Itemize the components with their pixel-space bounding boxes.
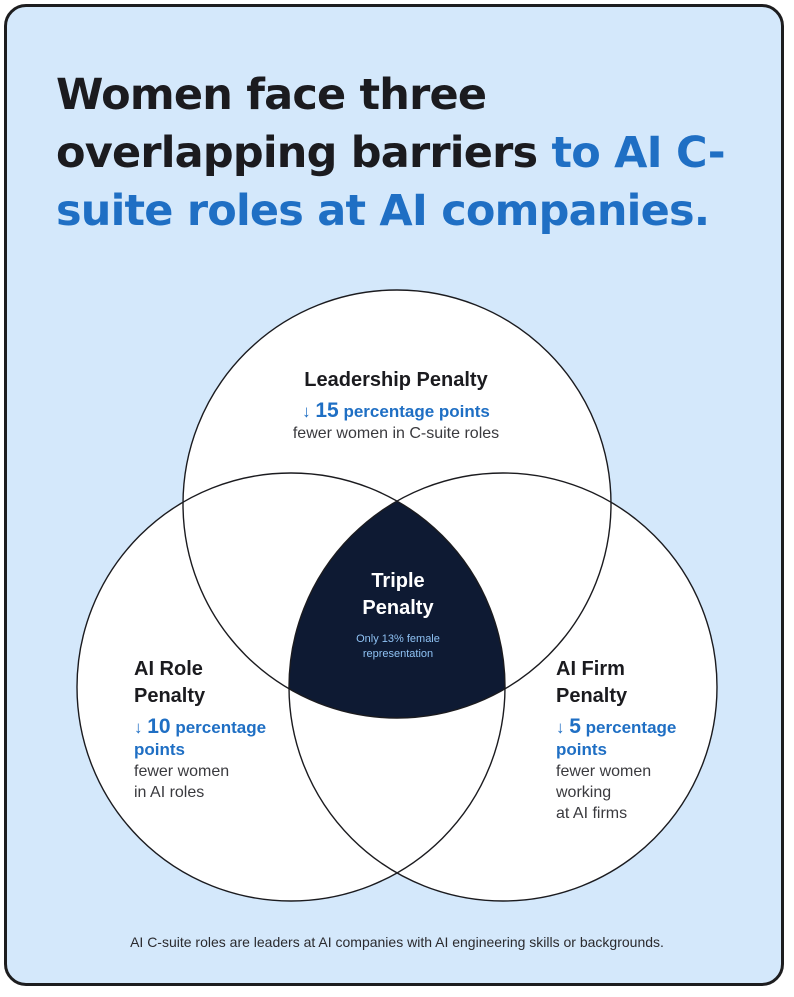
ai-firm-desc-line1: fewer women: [556, 763, 652, 780]
ai-firm-penalty-description: fewer women working at AI firms: [556, 761, 716, 824]
ai-firm-penalty-label: AI Firm Penalty ↓ 5 percentage points fe…: [556, 656, 716, 824]
title-dark-part: Women face three overlapping barriers: [56, 70, 538, 178]
triple-note-line1: Only 13% female: [356, 633, 440, 645]
ai-firm-unit-line1: percentage: [585, 718, 677, 737]
ai-role-desc-line1: fewer women: [134, 763, 230, 780]
circle-ai-role-outline: [76, 472, 506, 902]
leadership-penalty-unit: percentage points: [343, 402, 490, 421]
ai-role-penalty-description: fewer women in AI roles: [134, 761, 304, 803]
ai-firm-penalty-metric: ↓ 5 percentage points: [556, 716, 716, 761]
ai-role-heading-line2: Penalty: [134, 685, 206, 707]
triple-heading-line1: Triple: [371, 570, 425, 592]
ai-role-penalty-metric: ↓ 10 percentage points: [134, 716, 304, 761]
down-arrow-icon: ↓: [556, 718, 565, 737]
triple-note-line2: representation: [362, 648, 434, 660]
leadership-penalty-value: 15: [315, 399, 339, 422]
ai-role-penalty-heading: AI Role Penalty: [134, 656, 304, 710]
ai-role-penalty-value: 10: [147, 715, 171, 738]
ai-firm-penalty-heading: AI Firm Penalty: [556, 656, 716, 710]
down-arrow-icon: ↓: [302, 402, 311, 421]
ai-firm-desc-line3: at AI firms: [556, 805, 628, 822]
triple-penalty-heading: Triple Penalty: [318, 568, 478, 622]
triple-penalty-label: Triple Penalty Only 13% female represent…: [318, 568, 478, 662]
ai-role-penalty-label: AI Role Penalty ↓ 10 percentage points f…: [134, 656, 304, 803]
ai-firm-desc-line2: working: [556, 784, 612, 801]
triple-penalty-note: Only 13% female representation: [318, 632, 478, 662]
ai-firm-penalty-value: 5: [569, 715, 581, 738]
ai-role-heading-line1: AI Role: [134, 658, 203, 680]
circle-ai-firm-outline: [288, 472, 718, 902]
leadership-penalty-label: Leadership Penalty ↓ 15 percentage point…: [238, 367, 554, 444]
ai-role-desc-line2: in AI roles: [134, 784, 205, 801]
footnote: AI C-suite roles are leaders at AI compa…: [130, 934, 664, 950]
leadership-penalty-metric: ↓ 15 percentage points: [238, 400, 554, 423]
down-arrow-icon: ↓: [134, 718, 143, 737]
triple-heading-line2: Penalty: [362, 597, 434, 619]
ai-role-unit-line2: points: [134, 740, 185, 759]
circle-leadership-outline: [182, 289, 612, 719]
title-accent-part: to AI C-suite roles at AI companies.: [56, 128, 726, 236]
triple-overlap-region: [289, 473, 505, 718]
leadership-penalty-description: fewer women in C-suite roles: [292, 425, 500, 442]
page-title: Women face three overlapping barriers to…: [56, 66, 756, 240]
ai-firm-heading-line1: AI Firm: [556, 658, 625, 680]
ai-role-unit-line1: percentage: [175, 718, 267, 737]
ai-firm-unit-line2: points: [556, 740, 607, 759]
ai-firm-heading-line2: Penalty: [556, 685, 628, 707]
leadership-penalty-heading: Leadership Penalty: [304, 369, 488, 391]
